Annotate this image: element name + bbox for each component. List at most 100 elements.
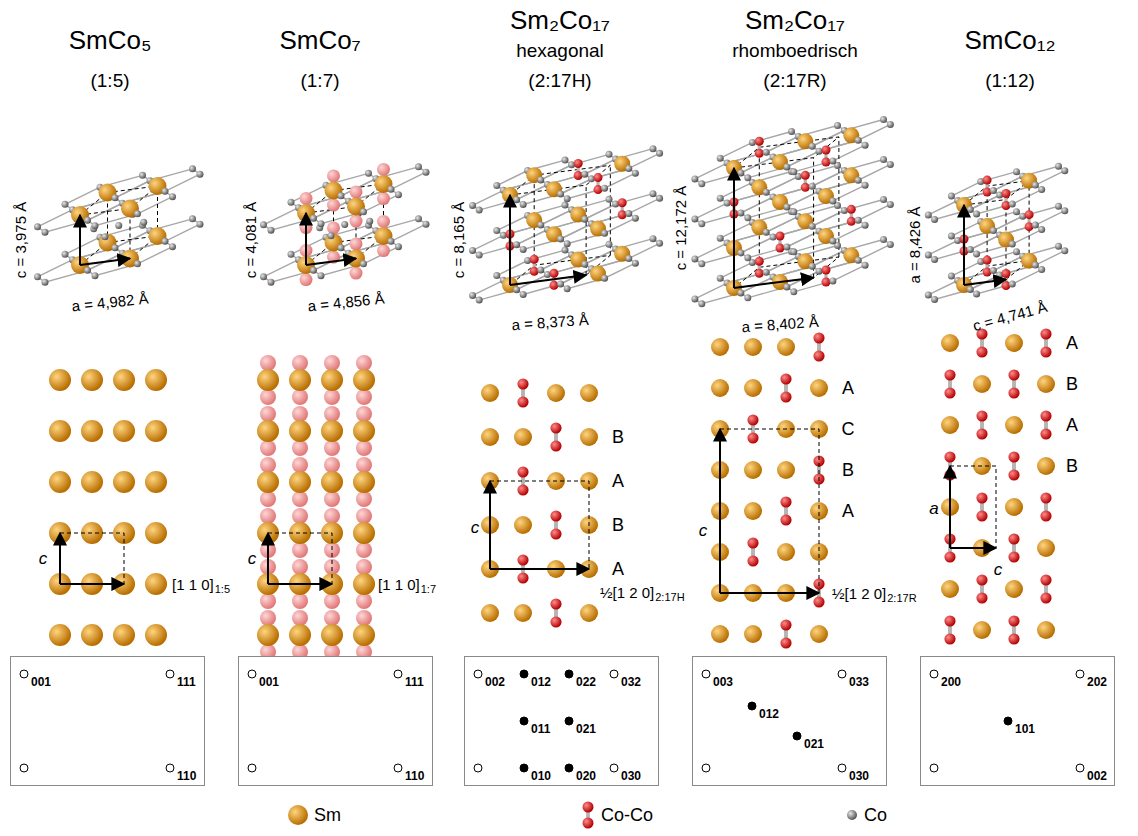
axis-arrow <box>267 533 269 584</box>
co-co-atom <box>976 510 987 521</box>
co-atom <box>783 203 790 210</box>
co-co-atom <box>356 389 372 405</box>
unit-cell <box>80 236 158 265</box>
phase-formula: Sm₂Co₁₇ <box>510 7 610 33</box>
co-co-atom <box>292 440 308 456</box>
co-co-atom <box>747 555 758 566</box>
co-co-atom <box>517 484 528 495</box>
unit-cell <box>759 147 760 267</box>
lattice-parameter: c = 3,975 Å <box>13 202 28 278</box>
co-atom <box>564 195 571 202</box>
axis-arrow <box>305 213 307 265</box>
co-co-atom <box>292 355 308 371</box>
co-co-atom <box>356 508 372 524</box>
co-atom <box>62 201 69 208</box>
phase-name: hexagonal <box>516 41 604 60</box>
co-atom <box>790 208 797 215</box>
reflection-index: 110 <box>177 770 196 782</box>
co-atom <box>1038 186 1045 193</box>
co-atom <box>581 216 588 223</box>
co-atom <box>717 275 724 282</box>
co-co-atom <box>550 510 561 521</box>
legend-text: Sm <box>314 806 341 824</box>
co-atom <box>887 201 894 208</box>
co-co-atom <box>780 373 791 384</box>
sm-atom <box>145 471 167 493</box>
co-co-atom <box>350 267 363 280</box>
co-atom <box>855 137 862 144</box>
co-atom <box>562 202 569 209</box>
co-co-atom <box>583 802 594 813</box>
sm-atom <box>353 624 375 646</box>
direction-subscript: 1:7 <box>421 584 436 595</box>
co-atom <box>162 188 169 195</box>
co-co-atom <box>300 192 313 205</box>
co-co-atom <box>944 633 955 644</box>
axis-arrow <box>949 466 951 548</box>
co-atom <box>862 182 869 189</box>
axis-arrow <box>79 215 81 265</box>
co-atom <box>112 194 119 201</box>
direction-subscript: 2:17H <box>655 592 684 603</box>
superstructure-reflection <box>520 670 528 678</box>
co-co-atom <box>356 559 372 575</box>
co-atom <box>925 291 932 298</box>
co-atom <box>737 209 744 216</box>
co-atom <box>169 243 176 250</box>
co-atom <box>415 215 422 222</box>
co-atom <box>601 275 608 282</box>
sm-atom <box>711 338 729 356</box>
co-atom <box>632 260 639 267</box>
co-atom <box>717 195 724 202</box>
fundamental-reflection <box>930 764 938 772</box>
co-ring <box>993 206 1064 235</box>
fundamental-reflection <box>930 670 938 678</box>
fundamental-reflection <box>248 670 256 678</box>
co-atom <box>84 217 91 224</box>
layer-projection <box>711 332 828 648</box>
co-atom <box>388 238 395 245</box>
sm-atom <box>744 502 762 520</box>
co-atom <box>115 222 122 229</box>
co-atom <box>1032 182 1039 189</box>
co-co-atom <box>1040 574 1051 585</box>
co-atom <box>42 229 49 236</box>
co-co-atom <box>377 215 390 228</box>
co-co-atom <box>324 508 340 524</box>
co-co-atom <box>377 163 390 176</box>
co-co-atom <box>822 146 831 155</box>
co-co-atom <box>550 281 559 290</box>
axis-label: a <box>929 500 938 517</box>
co-atom <box>1061 247 1068 254</box>
co-atom <box>1061 167 1068 174</box>
fundamental-reflection <box>20 670 28 678</box>
unit-cell <box>964 181 1029 205</box>
co-atom <box>1038 266 1045 273</box>
co-atom <box>1009 241 1016 248</box>
co-co-atom <box>944 451 955 462</box>
co-atom <box>1013 208 1020 215</box>
co-atom <box>469 292 476 299</box>
co-co-atom <box>944 369 955 380</box>
lattice-parameter: a = 4,982 Å <box>71 291 149 314</box>
diffraction-pattern: 001111110 <box>10 656 205 786</box>
co-atom <box>790 248 797 255</box>
co-atom <box>855 177 862 184</box>
sm-atom <box>1005 416 1023 434</box>
co-co-atom <box>776 244 785 253</box>
co-co-atom <box>847 205 856 214</box>
stacking-label: C <box>842 420 855 438</box>
co-co-atom <box>260 610 276 626</box>
co-atom <box>557 190 564 197</box>
reflection-index: 021 <box>576 723 596 735</box>
co-atom <box>469 247 476 254</box>
sm-atom <box>777 543 795 561</box>
co-co-atom <box>327 221 340 234</box>
sm-atom <box>353 573 375 595</box>
co-atom <box>632 215 639 222</box>
co-atom <box>698 180 705 187</box>
diffraction-pattern: 002012022032011021010020030 <box>464 656 659 786</box>
co-co-atom <box>1040 492 1051 503</box>
co-co-atom <box>755 269 764 278</box>
